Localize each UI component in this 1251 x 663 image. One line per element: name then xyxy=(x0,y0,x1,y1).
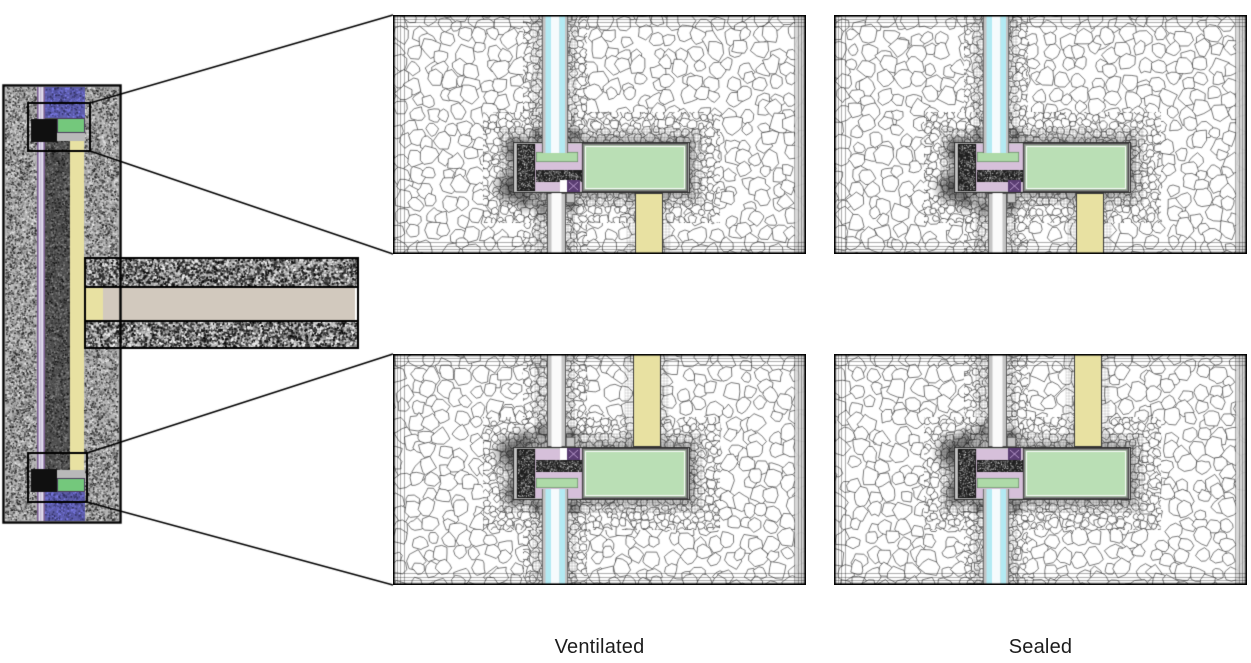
mesh-panel-head-sealed xyxy=(834,15,1247,254)
caption-sealed: Sealed xyxy=(1008,636,1073,658)
mesh-panel-sill-sealed xyxy=(834,354,1247,585)
mesh-panel-head-ventilated xyxy=(393,15,806,254)
caption-ventilated: Ventilated xyxy=(554,636,645,658)
mesh-panel-sill-ventilated xyxy=(393,354,806,585)
